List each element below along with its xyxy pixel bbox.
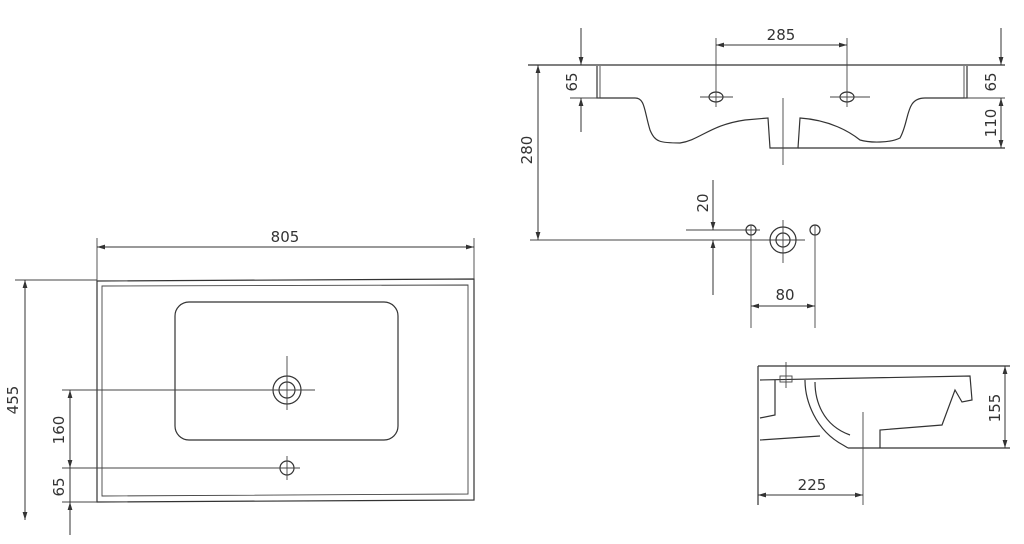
- front-view: 285 65 65 110 280 20 80: [518, 26, 1005, 328]
- dim-tap-spacing: 285: [767, 26, 796, 44]
- dim-bowl-depth: 110: [982, 109, 1000, 138]
- dim-left-rim: 65: [563, 72, 581, 91]
- dim-hole-offset: 20: [694, 193, 712, 212]
- dim-drain-distance: 225: [798, 476, 827, 494]
- dim-side-height: 155: [986, 394, 1004, 423]
- top-view: 805 455 160 65: [4, 228, 475, 535]
- dim-hole-spacing: 80: [775, 286, 794, 304]
- side-view: 155 225: [757, 362, 1010, 505]
- dim-total-height: 280: [518, 136, 536, 165]
- bowl-outline: [174, 301, 399, 441]
- dim-width: 805: [271, 228, 300, 246]
- dim-drain-offset: 160: [50, 416, 68, 445]
- dim-tap-offset: 65: [50, 477, 68, 496]
- basin-outline: [96, 278, 475, 503]
- dim-depth: 455: [4, 386, 22, 415]
- dim-right-rim: 65: [982, 72, 1000, 91]
